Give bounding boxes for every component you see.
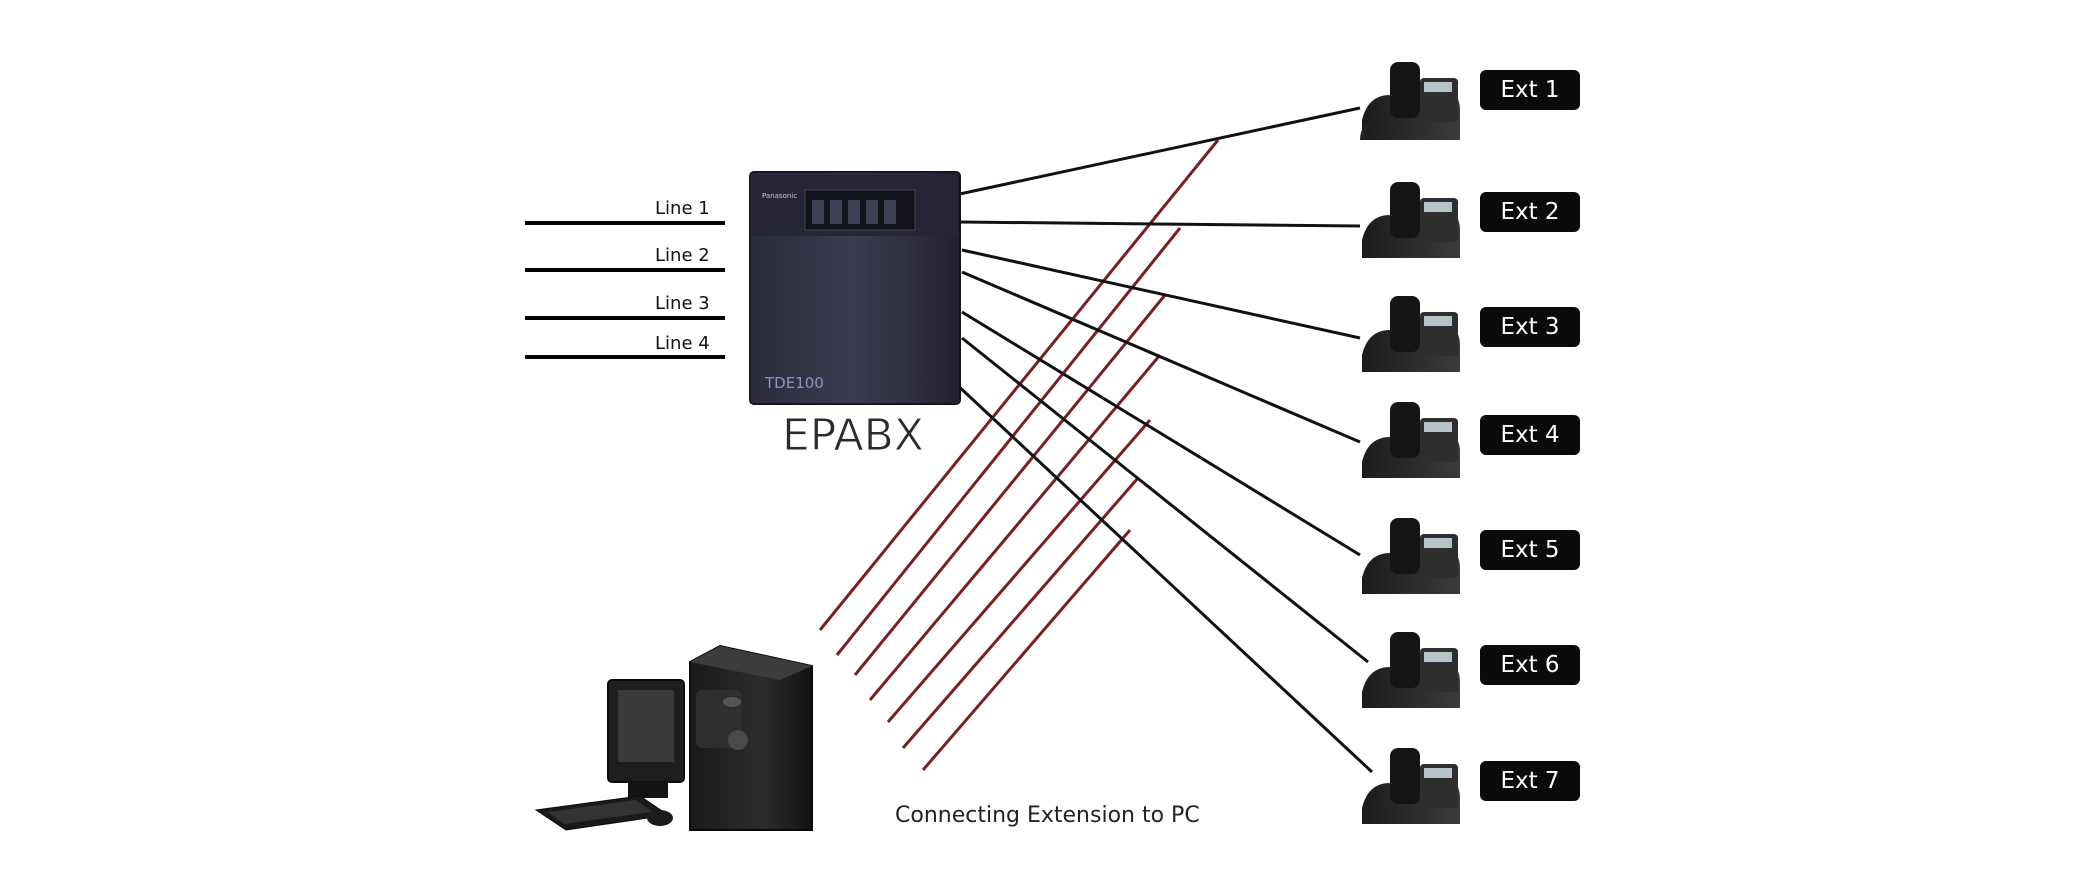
pc-wire-4 xyxy=(868,354,1162,701)
epabx-unit: Panasonic TDE100 EPABX xyxy=(749,171,961,462)
ext-wire-2 xyxy=(959,220,1361,228)
trunk-line-label-2: Line 2 xyxy=(655,245,710,266)
monitor-icon xyxy=(607,679,685,798)
ext-1: Ext 1 xyxy=(1360,62,1580,141)
ext-badge xyxy=(1480,192,1580,232)
ext-badge xyxy=(1480,70,1580,110)
epabx-model-text: TDE100 xyxy=(764,374,824,392)
trunk-line-label-1: Line 1 xyxy=(655,198,710,219)
ext-label: Ext 1 xyxy=(1500,77,1559,103)
tower-icon xyxy=(689,644,813,831)
ext-label: Ext 2 xyxy=(1500,199,1559,225)
extension-wires xyxy=(953,106,1374,774)
ext-5: Ext 5 xyxy=(1362,518,1580,594)
ext-6: Ext 6 xyxy=(1362,632,1580,708)
keyboard-icon xyxy=(534,795,670,831)
desk-phone-icon xyxy=(1362,748,1460,824)
ext-badge xyxy=(1480,645,1580,685)
pc-wire-5 xyxy=(886,419,1152,723)
ext-label: Ext 3 xyxy=(1500,314,1559,340)
ext-wire-3 xyxy=(961,248,1361,340)
ext-7: Ext 7 xyxy=(1362,748,1580,824)
ext-wire-7 xyxy=(953,381,1374,774)
ext-badge xyxy=(1480,415,1580,455)
epabx-brand: Panasonic xyxy=(762,192,797,200)
extensions: Ext 1 Ext 2 Ext 3 xyxy=(1360,62,1580,824)
ext-2: Ext 2 xyxy=(1362,182,1580,258)
pc-wire-6 xyxy=(901,477,1140,749)
mouse-icon xyxy=(647,810,673,826)
ext-4: Ext 4 xyxy=(1362,402,1580,478)
ext-3: Ext 3 xyxy=(1362,296,1580,372)
trunk-lines: Line 1 Line 2 Line 3 Line 4 xyxy=(525,198,725,359)
ext-wire-5 xyxy=(961,310,1361,557)
desk-phone-icon xyxy=(1362,632,1460,708)
desk-phone-icon xyxy=(1360,62,1460,141)
pc-caption: Connecting Extension to PC xyxy=(895,803,1200,828)
ext-wire-6 xyxy=(961,336,1369,664)
ext-wire-4 xyxy=(961,270,1361,444)
pc-wire-3 xyxy=(853,294,1167,676)
trunk-line-label-3: Line 3 xyxy=(655,293,710,314)
ext-wire-1 xyxy=(954,106,1361,197)
ext-badge xyxy=(1480,530,1580,570)
ext-badge xyxy=(1480,761,1580,801)
desk-phone-icon xyxy=(1362,402,1460,478)
ext-badge xyxy=(1480,307,1580,347)
ext-label: Ext 4 xyxy=(1500,422,1559,448)
ext-label: Ext 6 xyxy=(1500,652,1559,678)
pc-wire-2 xyxy=(835,227,1182,656)
pc-computer: Connecting Extension to PC xyxy=(534,644,1200,831)
pc-wire-7 xyxy=(921,529,1132,771)
desk-phone-icon xyxy=(1362,518,1460,594)
desk-phone-icon xyxy=(1362,296,1460,372)
trunk-line-label-4: Line 4 xyxy=(655,333,710,354)
desk-phone-icon xyxy=(1362,182,1460,258)
ext-label: Ext 5 xyxy=(1500,537,1559,563)
ext-label: Ext 7 xyxy=(1500,768,1559,794)
epabx-label: EPABX xyxy=(782,410,924,461)
